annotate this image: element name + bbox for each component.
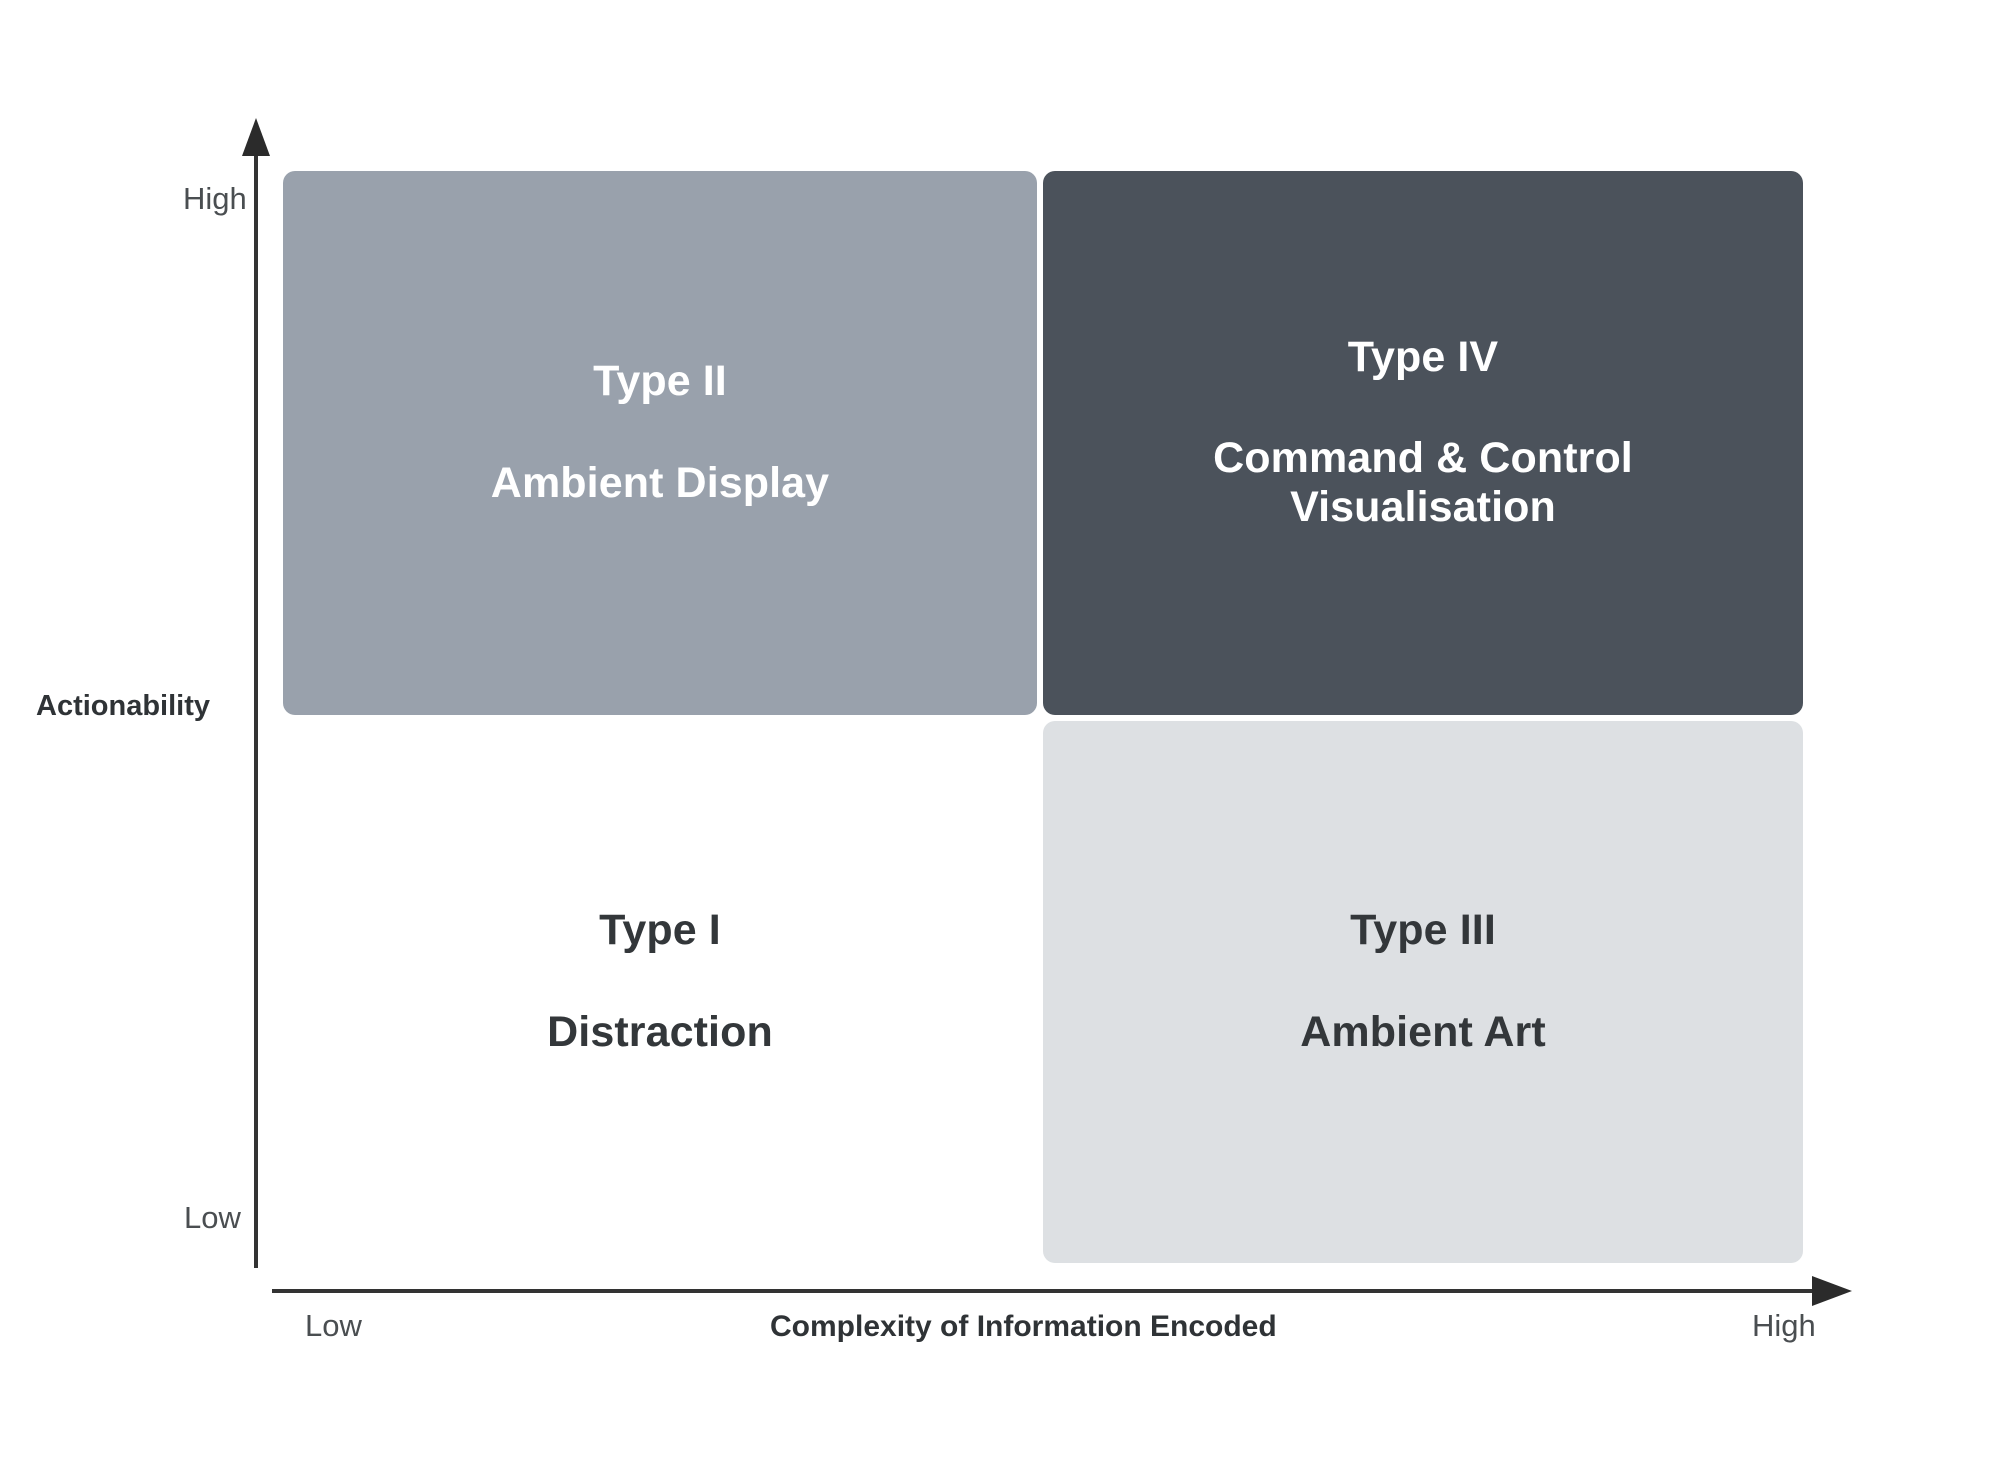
- quadrant-type-i[interactable]: Type I Distraction: [283, 721, 1037, 1263]
- quadrant-type-ii-subtitle: Ambient Display: [490, 459, 830, 508]
- quadrant-type-ii[interactable]: Type II Ambient Display: [283, 171, 1037, 715]
- x-axis-arrowhead: [1812, 1276, 1852, 1306]
- quadrant-type-iii-content: Type III Ambient Art: [1300, 906, 1546, 1058]
- quadrant-type-i-title: Type I: [599, 906, 721, 955]
- x-axis-high-tick-label: High: [1752, 1308, 1816, 1343]
- quadrant-type-i-subtitle: Distraction: [547, 1008, 773, 1057]
- quadrant-type-iii[interactable]: Type III Ambient Art: [1043, 721, 1803, 1263]
- quadrant-type-iv[interactable]: Type IV Command & Control Visualisation: [1043, 171, 1803, 715]
- quadrant-type-iv-subtitle-line-1: Command & Control: [1213, 433, 1633, 482]
- quadrant-type-iv-title: Type IV: [1347, 333, 1499, 382]
- y-axis-arrowhead: [242, 118, 270, 156]
- y-axis-high-tick-label: High: [183, 181, 247, 216]
- y-axis-title: Actionability: [36, 690, 211, 722]
- quadrant-type-iii-title: Type III: [1350, 906, 1496, 955]
- quadrant-type-iv-content: Type IV Command & Control Visualisation: [1213, 333, 1633, 532]
- quadrant-type-ii-title: Type II: [593, 357, 727, 406]
- quadrant-type-iii-subtitle: Ambient Art: [1300, 1008, 1546, 1057]
- quadrant-type-i-content: Type I Distraction: [547, 906, 773, 1058]
- y-axis-low-tick-label: Low: [184, 1200, 241, 1235]
- x-axis-low-tick-label: Low: [305, 1308, 362, 1343]
- quadrant-type-iv-subtitle-line-2: Visualisation: [1290, 483, 1556, 532]
- quadrant-type-iv-subtitle: Command & Control Visualisation: [1213, 434, 1633, 533]
- x-axis-title: Complexity of Information Encoded: [770, 1310, 1277, 1343]
- quadrant-type-ii-content: Type II Ambient Display: [491, 357, 829, 509]
